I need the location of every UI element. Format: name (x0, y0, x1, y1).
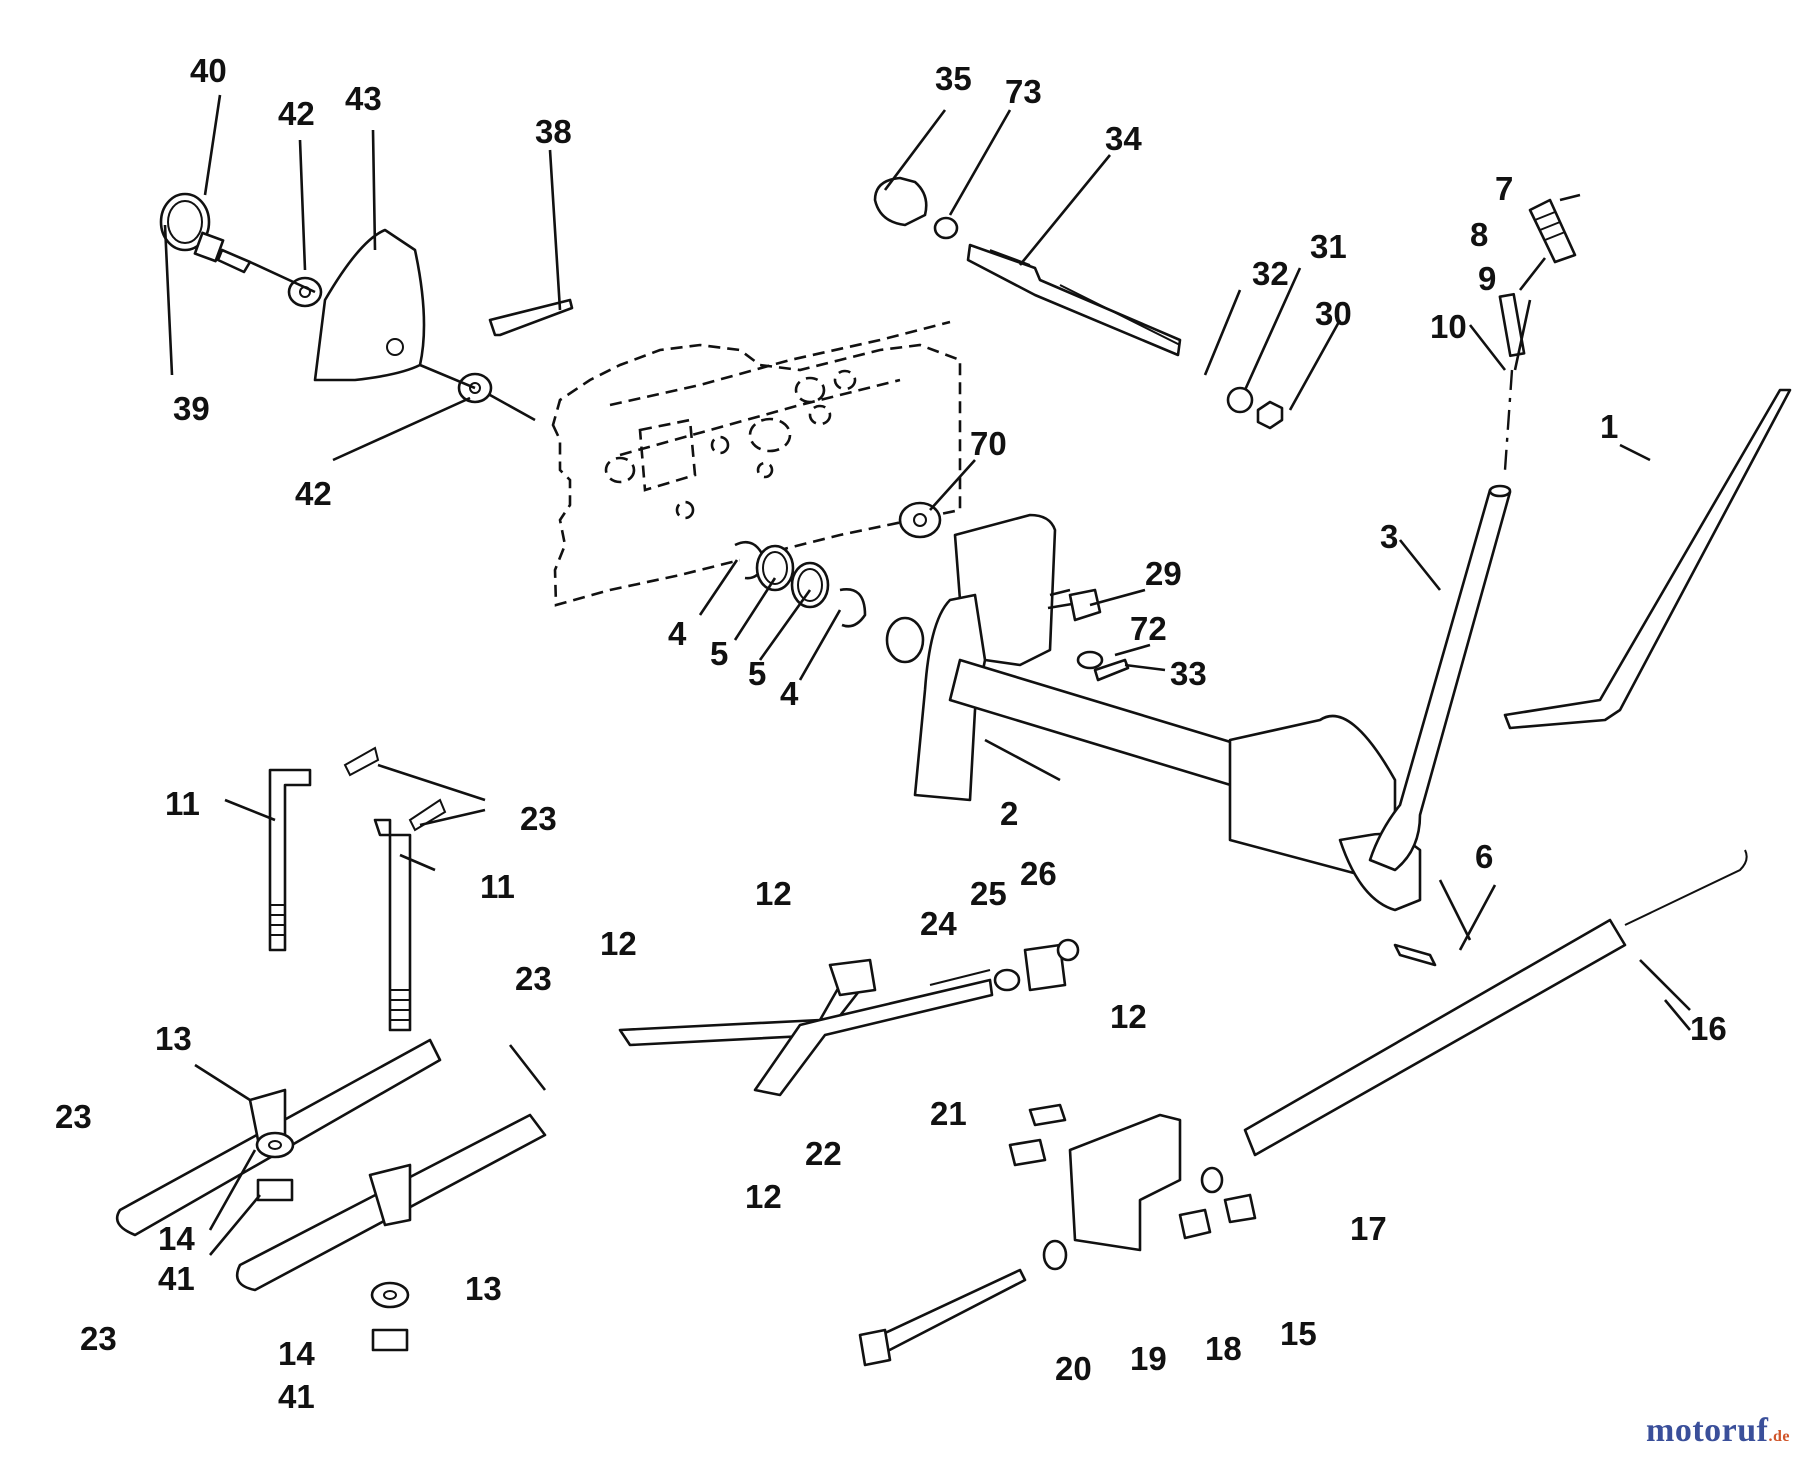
callout-18: 18 (1205, 1330, 1242, 1367)
callout-3: 3 (1380, 518, 1398, 555)
callout-23a: 23 (520, 800, 557, 837)
retaining-rings (734, 540, 867, 628)
callout-23b: 23 (515, 960, 552, 997)
callout-19: 19 (1130, 1340, 1167, 1377)
callout-11a: 11 (165, 785, 200, 822)
callout-42: 42 (278, 95, 315, 132)
adjust-rod-assembly (873, 176, 1182, 357)
callout-25: 25 (970, 875, 1007, 912)
callout-31: 31 (1310, 228, 1347, 265)
callout-4a: 4 (668, 615, 687, 652)
callout-73: 73 (1005, 73, 1042, 110)
bracket-assembly (159, 192, 574, 422)
callout-32: 32 (1252, 255, 1289, 292)
spring-bracket-assembly (858, 1103, 1257, 1367)
callout-38: 38 (535, 113, 572, 150)
callout-14b: 14 (278, 1335, 315, 1372)
callout-21: 21 (930, 1095, 967, 1132)
callout-5b: 5 (748, 655, 766, 692)
frame-outline (551, 320, 962, 607)
callout-24: 24 (920, 905, 957, 942)
callout-12c: 12 (1110, 998, 1147, 1035)
callout-39: 39 (173, 390, 210, 427)
callout-16: 16 (1690, 1010, 1727, 1047)
callout-12d: 12 (745, 1178, 782, 1215)
callout-15: 15 (1280, 1315, 1317, 1352)
callout-2: 2 (1000, 795, 1018, 832)
lift-lever (1368, 198, 1577, 872)
lift-shaft-assembly (885, 501, 1437, 967)
link-rods (618, 938, 1080, 1097)
callout-30: 30 (1315, 295, 1352, 332)
callout-29: 29 (1145, 555, 1182, 592)
watermark-logo: motoruf.de (1646, 1412, 1790, 1450)
callout-1: 1 (1600, 408, 1618, 445)
callout-5a: 5 (710, 635, 728, 672)
callout-41a: 41 (158, 1260, 195, 1297)
callout-33: 33 (1170, 655, 1207, 692)
watermark-brand: motoruf (1646, 1412, 1769, 1449)
callout-70: 70 (970, 425, 1007, 462)
callout-42b: 42 (295, 475, 332, 512)
callout-6: 6 (1475, 838, 1493, 875)
callout-12b: 12 (600, 925, 637, 962)
callout-8: 8 (1470, 216, 1488, 253)
callout-11b: 11 (480, 868, 515, 905)
spring (1243, 849, 1748, 1157)
callout-12a: 12 (755, 875, 792, 912)
callout-20: 20 (1055, 1350, 1092, 1387)
callout-34: 34 (1105, 120, 1142, 157)
callout-13b: 13 (465, 1270, 502, 1307)
watermark-suffix: .de (1768, 1428, 1790, 1445)
control-rod (1503, 388, 1792, 730)
callout-14a: 14 (158, 1220, 195, 1257)
leader-lines (163, 94, 1691, 1256)
callout-41b: 41 (278, 1378, 315, 1415)
callout-72: 72 (1130, 610, 1167, 647)
callout-43: 43 (345, 80, 382, 117)
callout-4b: 4 (780, 675, 799, 712)
callout-35: 35 (935, 60, 972, 97)
callout-17: 17 (1350, 1210, 1387, 1247)
hanger-bolts (268, 746, 447, 1032)
callout-23d: 23 (80, 1320, 117, 1357)
washers-nuts-left (255, 1131, 410, 1352)
callout-labels: 40 42 43 38 39 42 35 73 34 31 32 30 7 8 … (55, 52, 1727, 1415)
callout-9: 9 (1478, 260, 1496, 297)
callout-13a: 13 (155, 1020, 192, 1057)
nut-washer-pair (1226, 386, 1284, 430)
callout-22: 22 (805, 1135, 842, 1172)
callout-10: 10 (1430, 308, 1467, 345)
callout-26: 26 (1020, 855, 1057, 892)
callout-40: 40 (190, 52, 227, 89)
callout-7: 7 (1495, 170, 1513, 207)
callout-23c: 23 (55, 1098, 92, 1135)
